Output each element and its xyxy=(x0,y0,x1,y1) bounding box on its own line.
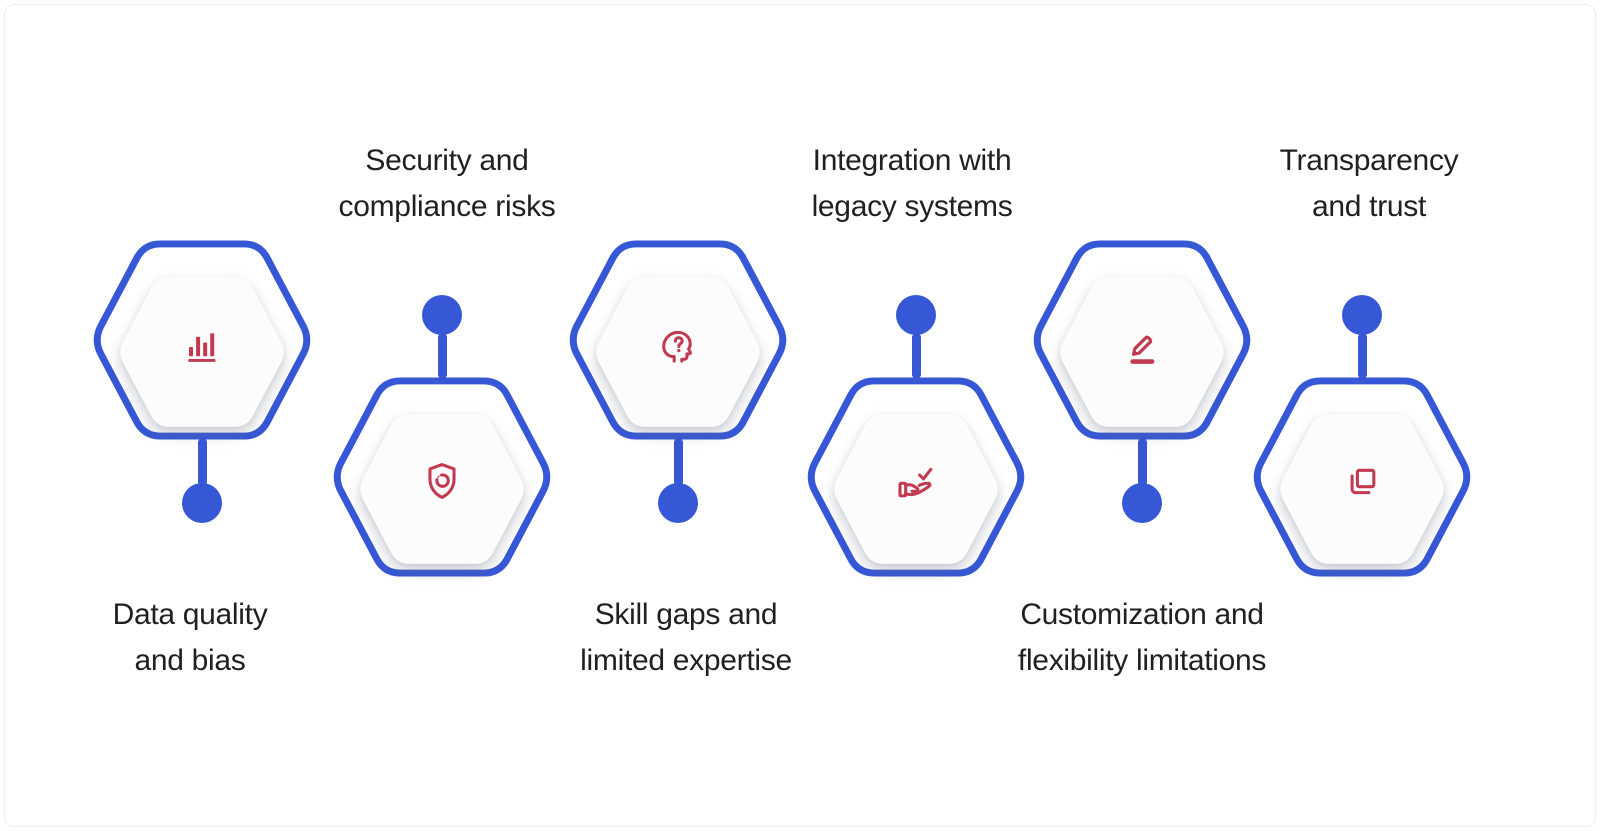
connector-dot xyxy=(182,483,222,523)
item-label: Customization and flexibility limitation… xyxy=(962,592,1322,684)
connector-dot xyxy=(1342,295,1382,335)
item-label: Transparency and trust xyxy=(1189,138,1549,230)
item-label: Skill gaps and limited expertise xyxy=(506,592,866,684)
connector-dot xyxy=(658,483,698,523)
item-label-line1: Skill gaps and xyxy=(594,598,778,631)
item-label-line1: Integration with xyxy=(812,144,1012,177)
hexagon-skill-gaps xyxy=(566,240,790,440)
item-label: Data quality and bias xyxy=(10,592,370,684)
connector-line xyxy=(1137,438,1147,486)
item-label-line1: Customization and xyxy=(1020,598,1264,631)
connector-line xyxy=(673,438,683,486)
hexagon-integration xyxy=(804,377,1028,577)
hexagon-security xyxy=(330,377,554,577)
item-label-line2: and trust xyxy=(1311,190,1427,223)
connector-dot xyxy=(896,295,936,335)
connector-line xyxy=(1357,333,1367,379)
connector-line xyxy=(911,333,921,379)
connector-dot xyxy=(422,295,462,335)
item-label-line2: limited expertise xyxy=(580,644,792,677)
hexagon-customization xyxy=(1030,240,1254,440)
item-label-line2: flexibility limitations xyxy=(1017,644,1267,677)
hexagon-transparency xyxy=(1250,377,1474,577)
item-label-line2: legacy systems xyxy=(811,190,1013,223)
item-label-line2: compliance risks xyxy=(338,190,556,223)
item-label-line1: Data quality xyxy=(112,598,268,631)
item-label-line1: Security and xyxy=(365,144,529,177)
item-label: Security and compliance risks xyxy=(267,138,627,230)
connector-dot xyxy=(1122,483,1162,523)
item-label-line1: Transparency xyxy=(1279,144,1459,177)
hexagon-data-quality xyxy=(90,240,314,440)
item-label: Integration with legacy systems xyxy=(732,138,1092,230)
connector-line xyxy=(197,438,207,486)
connector-line xyxy=(437,333,447,379)
item-label-line2: and bias xyxy=(134,644,246,677)
